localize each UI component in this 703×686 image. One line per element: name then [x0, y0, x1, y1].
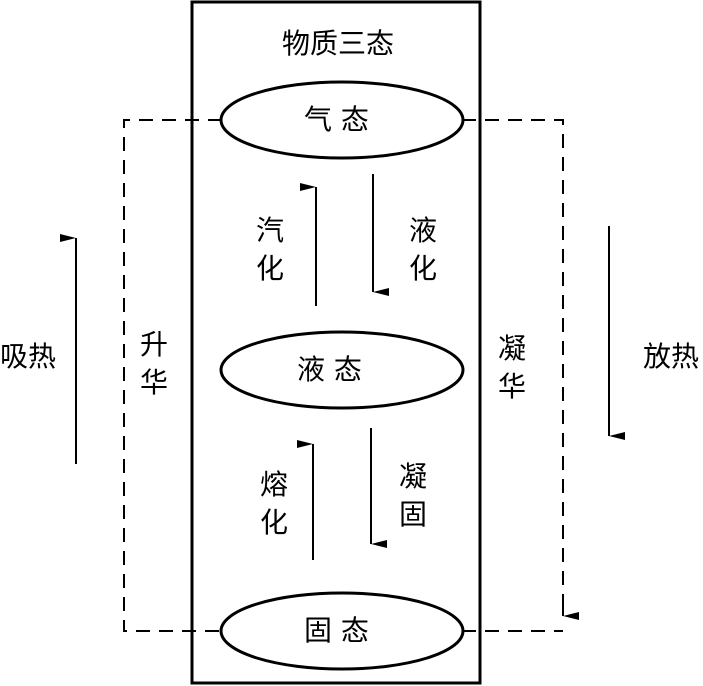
liquid-state-label: 液 态 — [297, 353, 362, 386]
solid-state-node — [219, 591, 465, 671]
solidification-label: 凝固 — [398, 460, 427, 531]
sublimation-label: 升华 — [139, 328, 168, 399]
gas-state-node — [219, 80, 465, 160]
center-box — [190, 0, 482, 685]
gas-state-label: 气 态 — [304, 103, 369, 136]
vaporization-label: 汽化 — [255, 214, 284, 285]
melting-label: 熔化 — [259, 468, 288, 539]
solid-state-label: 固 态 — [304, 614, 369, 647]
release-heat-label: 放热 — [643, 340, 700, 373]
deposition-label: 凝华 — [497, 332, 526, 403]
liquid-state-node — [219, 330, 465, 410]
sublimation-path — [123, 119, 222, 632]
deposition-path — [462, 119, 564, 610]
liquefaction-label: 液化 — [408, 214, 437, 285]
absorb-heat-label: 吸热 — [0, 340, 57, 373]
diagram-title: 物质三态 — [282, 27, 395, 60]
